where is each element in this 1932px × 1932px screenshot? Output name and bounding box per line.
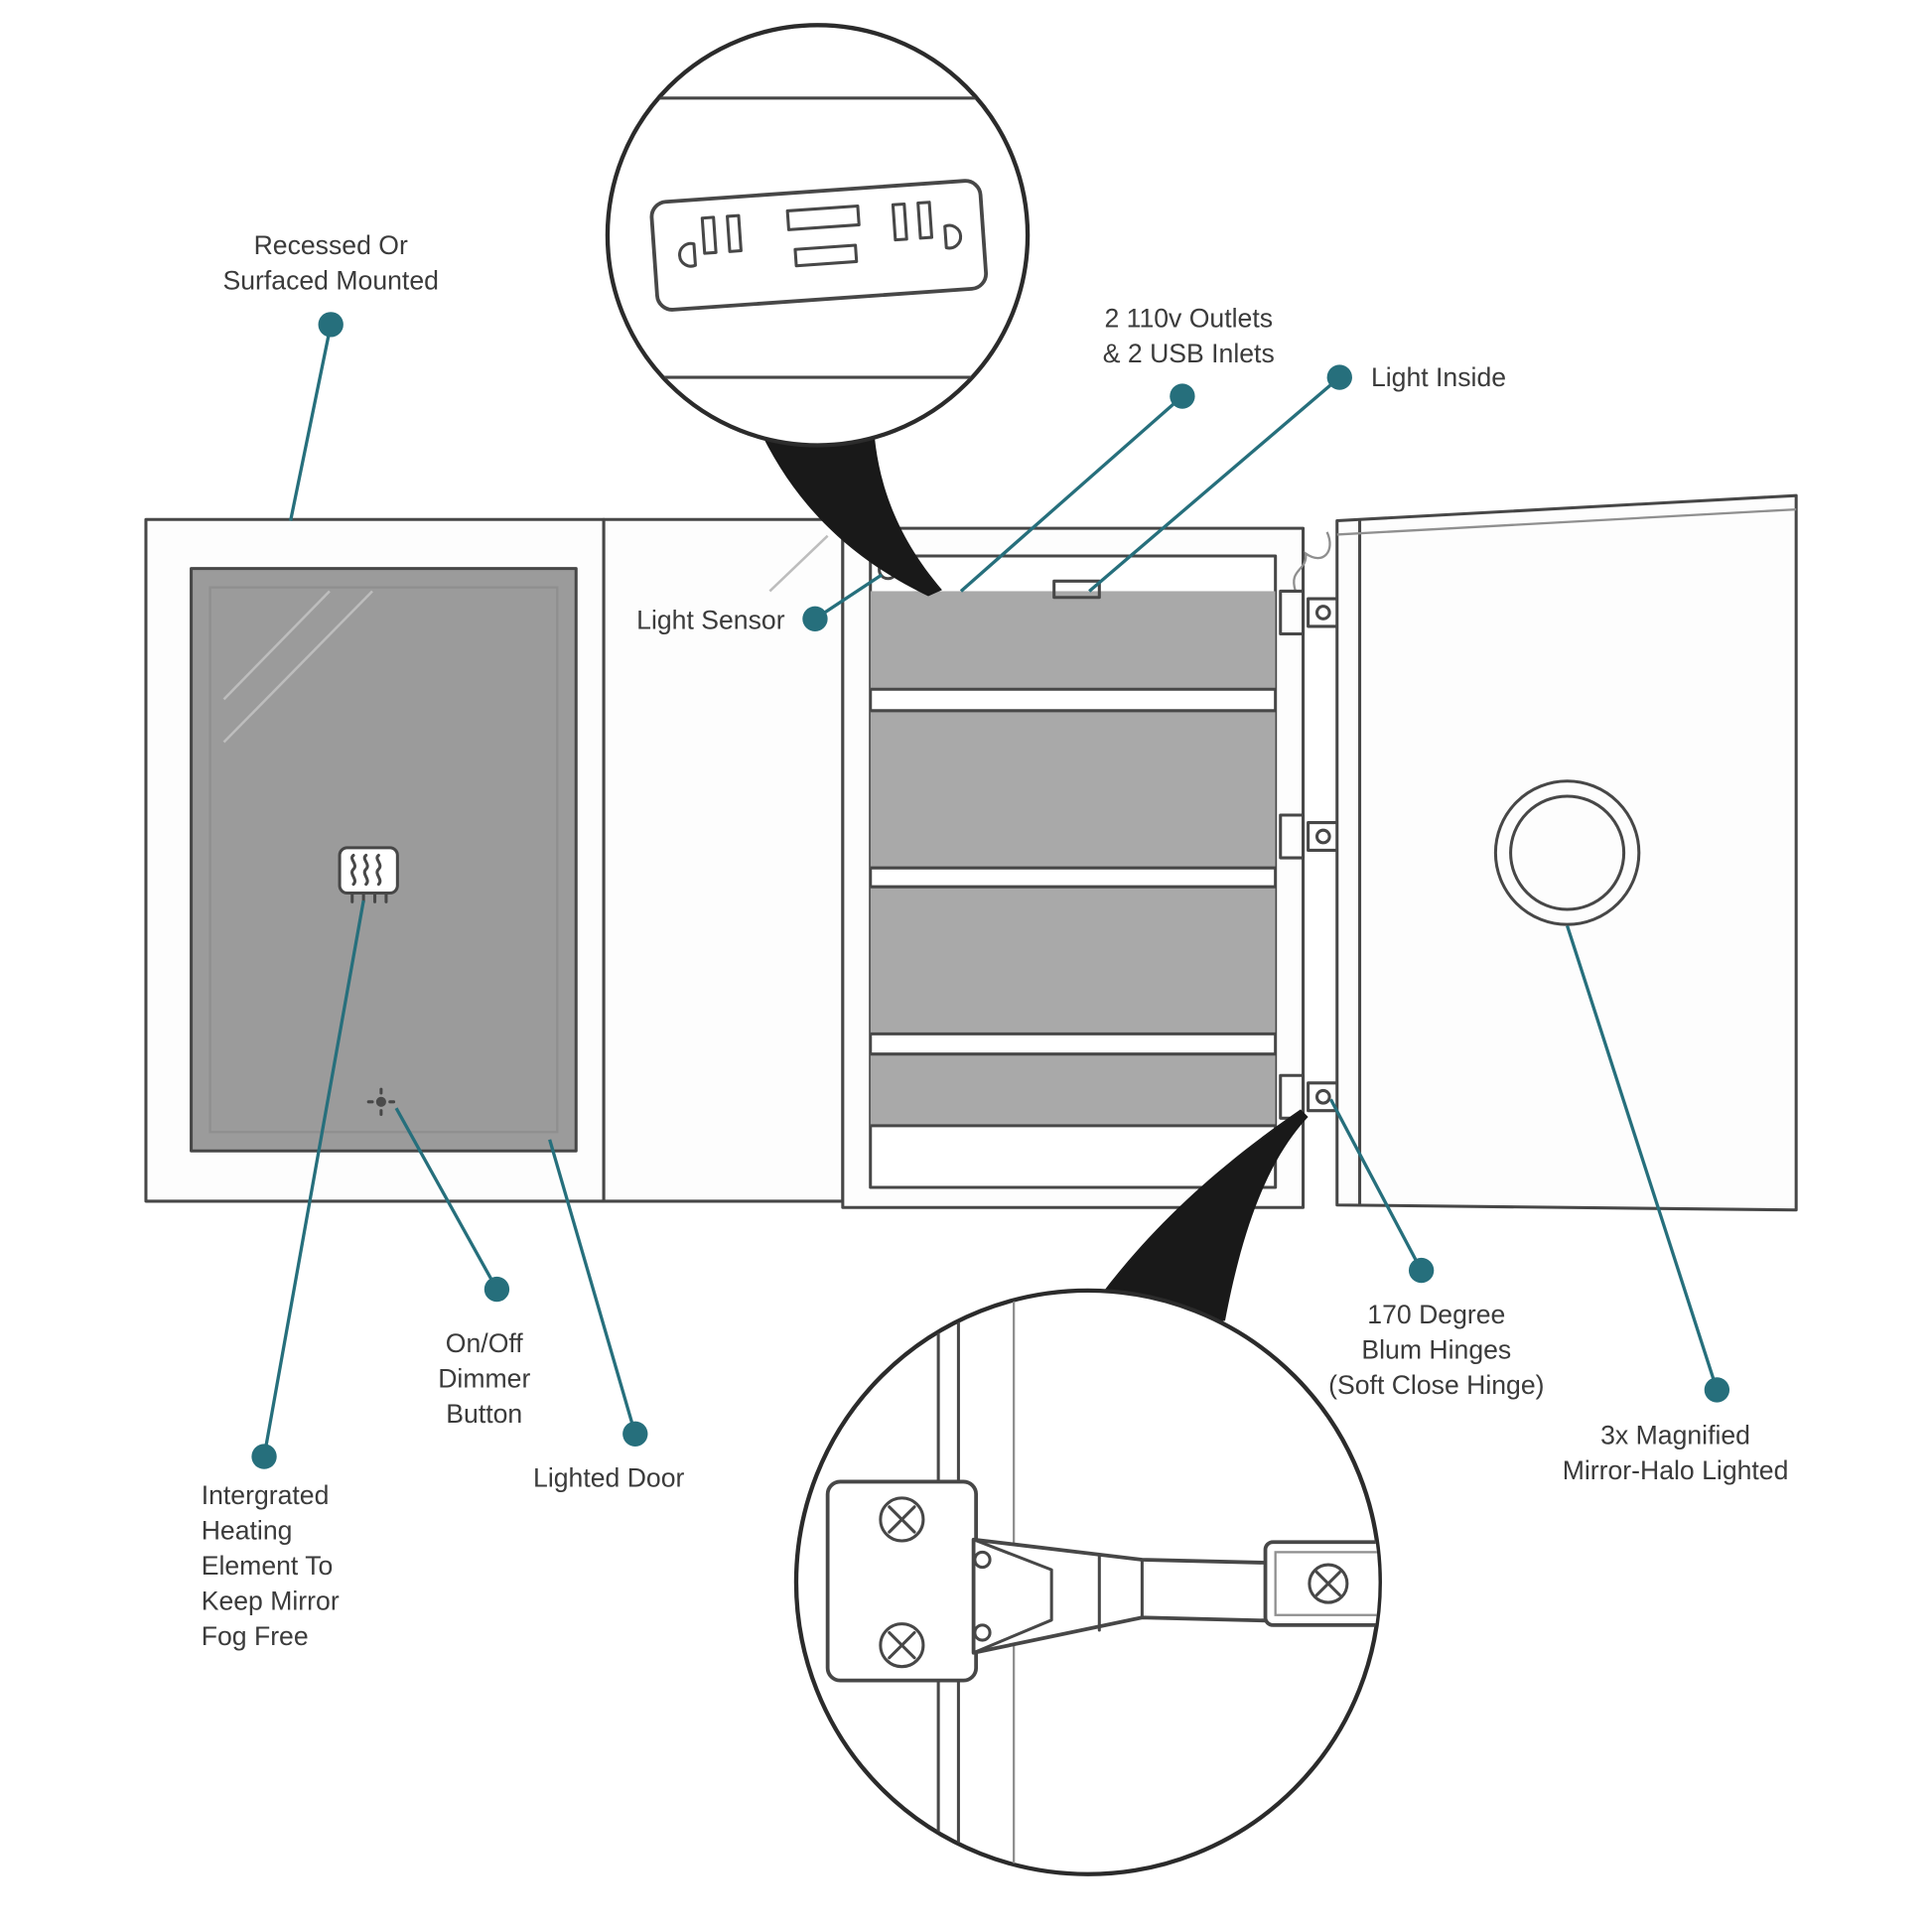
screw-clamp [1308,1563,1349,1604]
leader-lines [251,312,1730,1469]
label-light-inside: Light Inside [1370,363,1507,393]
dimmer-button-icon [366,1087,396,1117]
cabinet-shelves [870,591,1276,1128]
middle-panel [602,517,845,1203]
outlet-callout-wedge [757,410,942,597]
magnified-mirror-icon [1493,779,1641,926]
label-light-sensor: Light Sensor [636,606,785,635]
label-magnified-mirror: 3x Magnified Mirror-Halo Lighted [1562,1421,1789,1486]
label-heating-element: Intergrated Heating Element To Keep Mirr… [201,1481,340,1652]
interior-light [1052,579,1101,600]
label-recessed-mount: Recessed Or Surfaced Mounted [222,231,439,296]
cabinet-body [144,493,1798,1212]
label-blum-hinges: 170 Degree Blum Hinges (Soft Close Hinge… [1328,1301,1545,1400]
outlet-plate [649,179,989,312]
label-lighted-door: Lighted Door [533,1463,685,1493]
label-dimmer-button: On/Off Dimmer Button [438,1329,531,1430]
light-wire [1293,531,1331,592]
hinge-callout-wedge [1062,1109,1309,1351]
screw-top [879,1496,925,1543]
screw-bottom [879,1622,925,1669]
hinge-top [1279,589,1343,636]
mirror-glass [208,586,559,1134]
label-outlets: 2 110v Outlets & 2 USB Inlets [1102,304,1275,369]
heating-element-icon [338,846,399,903]
hinge-callout [793,1288,1382,1876]
outlet-callout [605,23,1031,448]
